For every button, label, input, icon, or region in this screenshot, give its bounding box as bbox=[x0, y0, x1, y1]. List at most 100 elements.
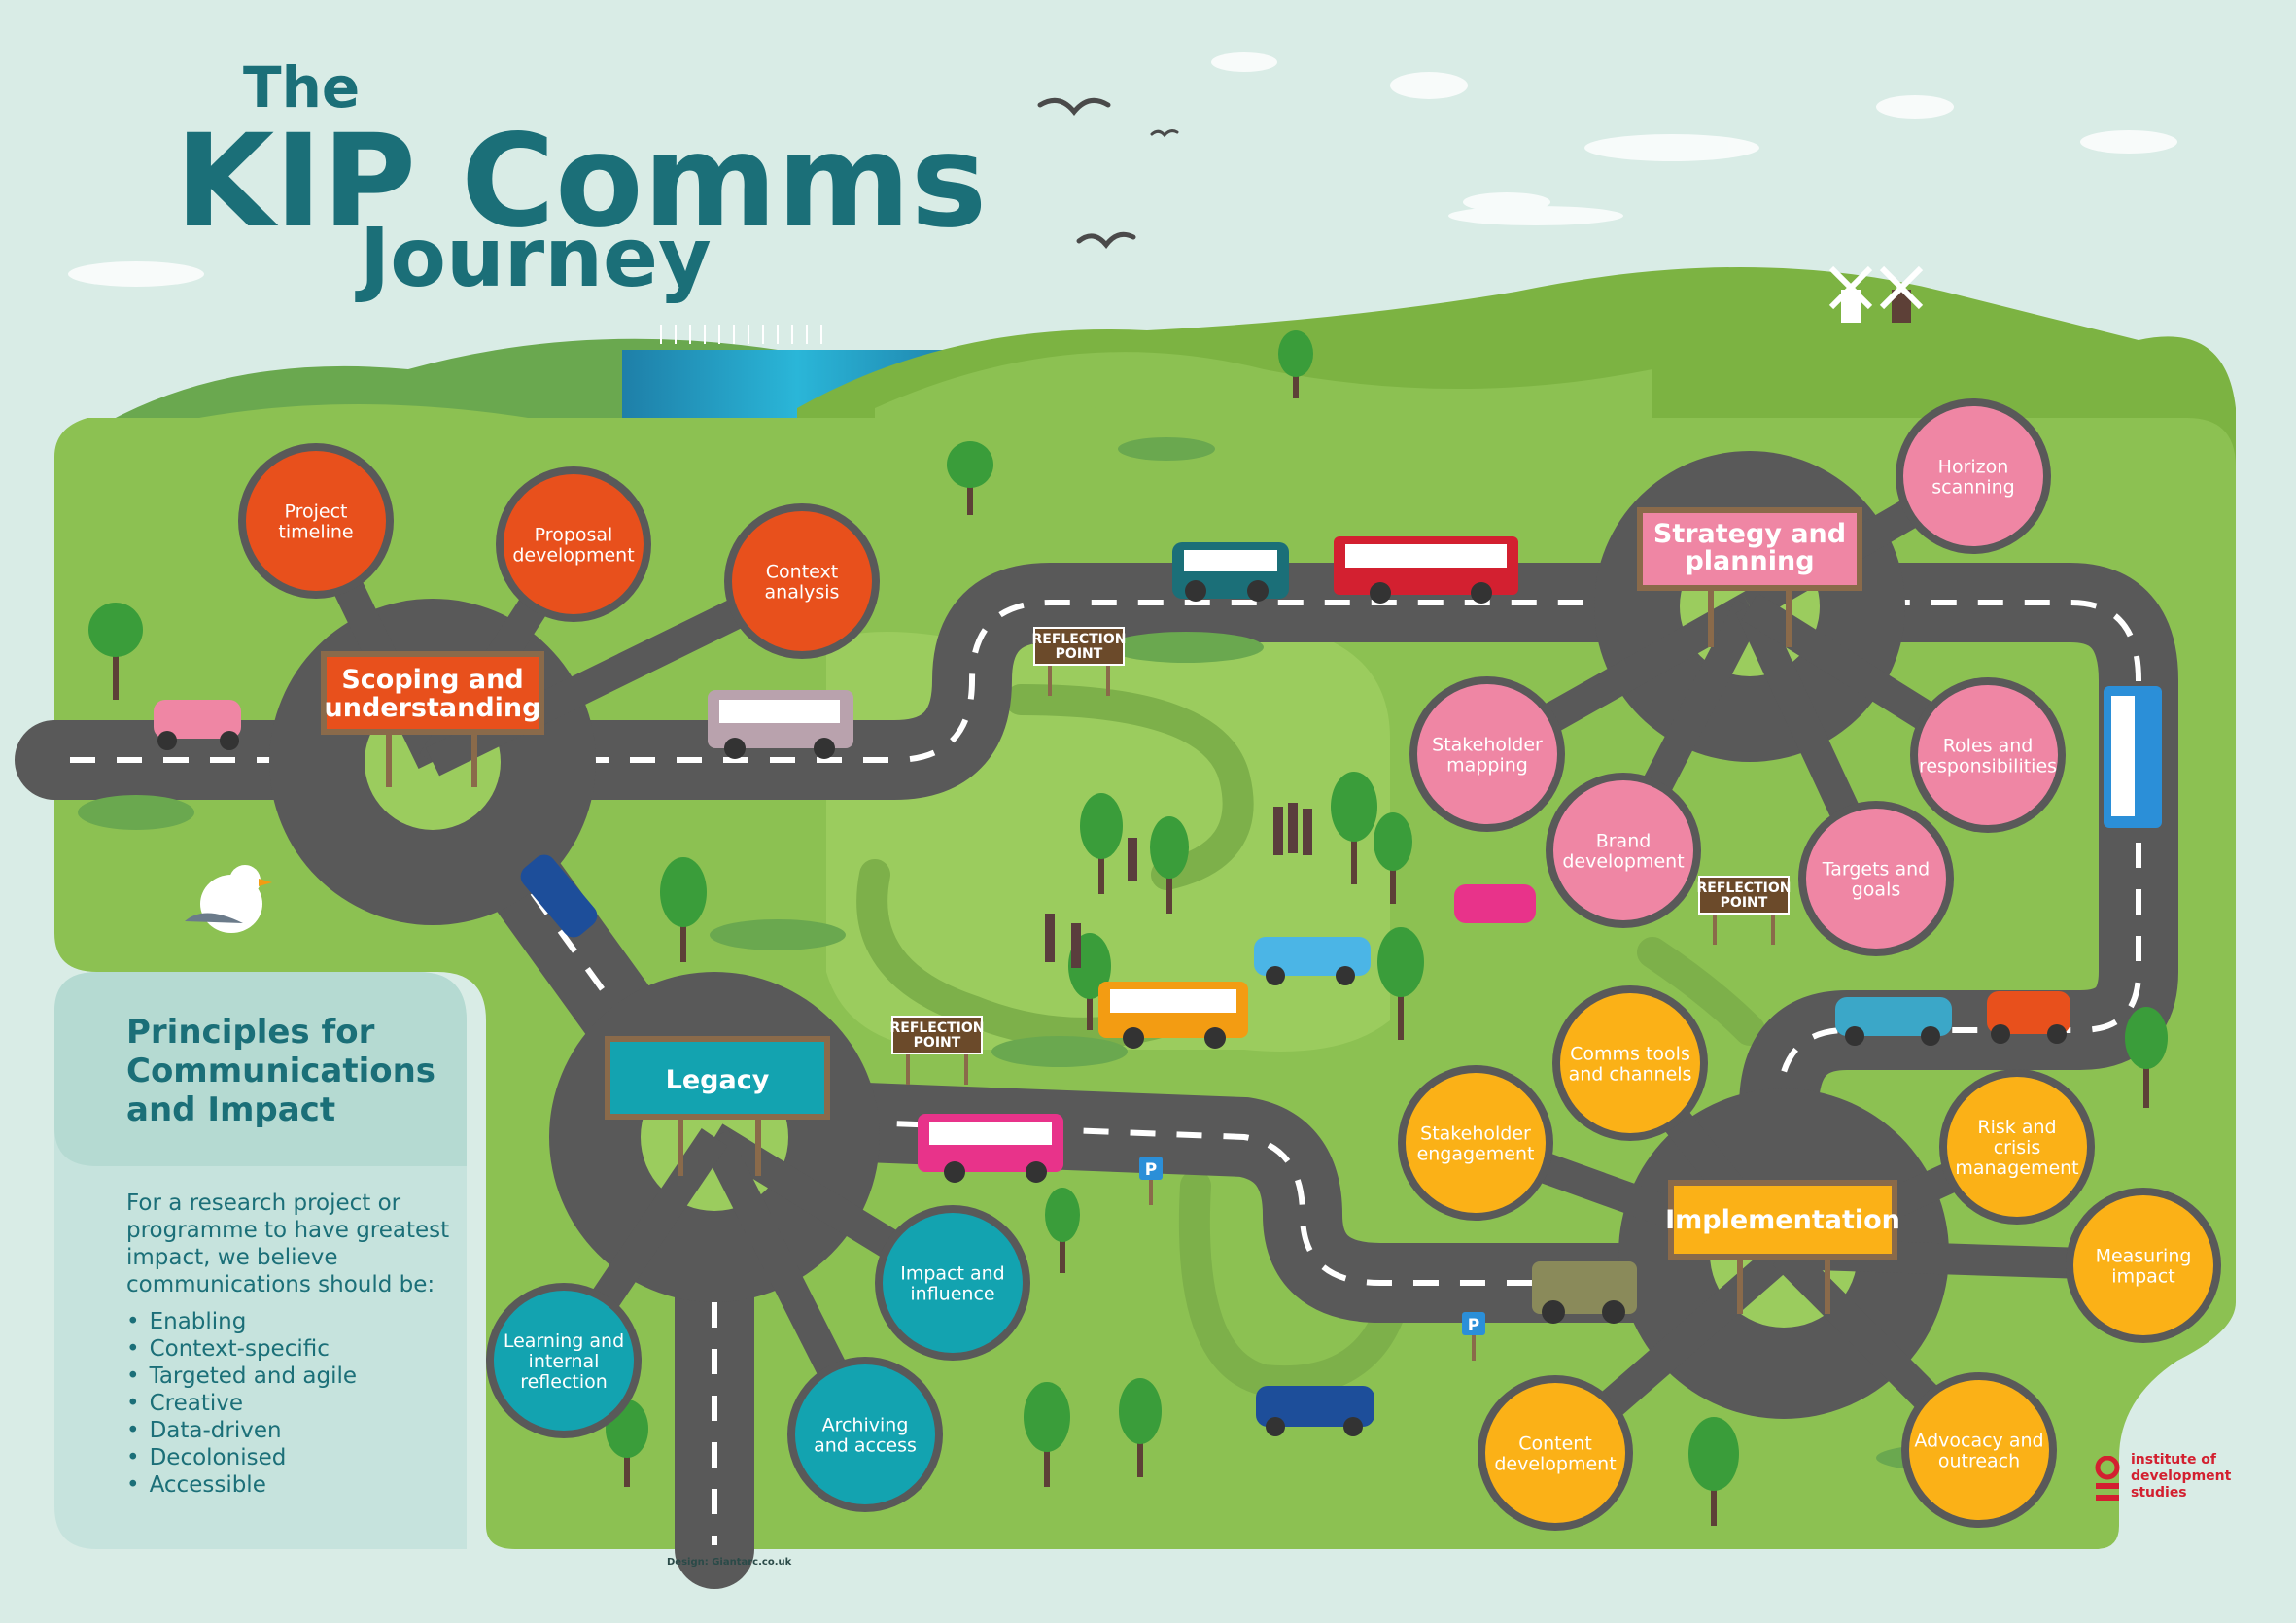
hub-scoping-label-2: understanding bbox=[325, 693, 541, 723]
wind-turbines-icon bbox=[660, 325, 822, 344]
parking-label-2: P bbox=[1468, 1316, 1479, 1335]
node-label: Brand bbox=[1596, 831, 1652, 852]
node-label: responsibilities bbox=[1919, 756, 2057, 777]
hub-scoping-label-1: Scoping and bbox=[341, 665, 523, 695]
node-label: scanning bbox=[1931, 477, 2014, 499]
sign-board bbox=[1033, 627, 1125, 666]
node-label: Impact and bbox=[900, 1263, 1005, 1285]
node-circle bbox=[2073, 1195, 2213, 1335]
principle-item: Accessible bbox=[126, 1471, 357, 1499]
ids-logo-icon bbox=[2095, 1456, 2120, 1501]
node-circle bbox=[732, 511, 872, 651]
sign-label: POINT bbox=[1721, 895, 1768, 911]
node-label: development bbox=[512, 545, 634, 567]
hub-scoping[interactable]: Scoping and understanding bbox=[321, 651, 544, 787]
node-label: and channels bbox=[1569, 1064, 1692, 1086]
sign-label: POINT bbox=[1056, 646, 1103, 662]
node-circle bbox=[494, 1291, 634, 1431]
node-label: Archiving bbox=[822, 1415, 909, 1436]
node-label: Content bbox=[1518, 1433, 1592, 1455]
title-line-1: The bbox=[243, 54, 360, 121]
node-circle bbox=[246, 451, 386, 591]
sign-label: REFLECTION bbox=[1696, 881, 1791, 896]
node-label: development bbox=[1494, 1454, 1616, 1475]
node-label: analysis bbox=[765, 582, 840, 604]
sign-label: REFLECTION bbox=[1031, 632, 1126, 647]
node-circle bbox=[1406, 1073, 1546, 1213]
park-visitors bbox=[1045, 803, 1312, 968]
node-label: engagement bbox=[1417, 1144, 1535, 1165]
sign-board bbox=[891, 1016, 983, 1054]
node-label: Horizon bbox=[1938, 457, 2009, 478]
node-label: Proposal bbox=[535, 525, 613, 546]
design-credit: Design: Giantarc.co.uk bbox=[667, 1557, 792, 1568]
node-circle bbox=[795, 1364, 935, 1504]
node-label: and access bbox=[814, 1435, 917, 1457]
hub-legacy-label: Legacy bbox=[666, 1065, 770, 1095]
teal-car-icon bbox=[1835, 997, 1952, 1046]
node-label: outreach bbox=[1938, 1451, 2020, 1472]
node-label: Roles and bbox=[1943, 736, 2034, 757]
principles-heading: Principles for Communications and Impact bbox=[126, 1013, 436, 1129]
node-label: goals bbox=[1852, 880, 1901, 901]
node-circle bbox=[1806, 809, 1946, 949]
blue-bus-icon bbox=[2104, 686, 2162, 828]
hub-implementation[interactable]: Implementation bbox=[1665, 1180, 1900, 1314]
principles-intro: For a research project or programme to h… bbox=[126, 1191, 450, 1297]
node-circle bbox=[1909, 1380, 2049, 1520]
sign-label: POINT bbox=[914, 1035, 961, 1051]
birds-icon bbox=[1037, 97, 1179, 250]
trees bbox=[78, 330, 2168, 1526]
node-label: development bbox=[1562, 851, 1684, 873]
principle-item: Creative bbox=[126, 1390, 357, 1417]
principle-item: Targeted and agile bbox=[126, 1363, 357, 1390]
node-label: mapping bbox=[1446, 755, 1528, 777]
principle-item: Decolonised bbox=[126, 1444, 357, 1471]
principles-header-bg bbox=[54, 972, 467, 1166]
hub-implementation-label: Implementation bbox=[1665, 1205, 1900, 1235]
red-bus-icon bbox=[1334, 536, 1518, 604]
node-label: internal bbox=[529, 1351, 600, 1372]
hub-legacy[interactable]: Legacy bbox=[605, 1036, 830, 1176]
node-circle bbox=[1560, 993, 1700, 1133]
principle-item: Enabling bbox=[126, 1308, 357, 1335]
hub-strategy[interactable]: Strategy and planning bbox=[1637, 507, 1862, 647]
node-label: management bbox=[1955, 1157, 2078, 1179]
node-label: Advocacy and bbox=[1914, 1431, 2043, 1452]
vehicles bbox=[154, 536, 2162, 1436]
node-label: Measuring bbox=[2096, 1246, 2192, 1267]
grey-bus-icon bbox=[708, 690, 853, 759]
node-label: Learning and bbox=[504, 1330, 624, 1352]
node-circle bbox=[1947, 1077, 2087, 1217]
navy-car-icon bbox=[1256, 1386, 1374, 1436]
principles-panel: Principles for Communications and Impact… bbox=[54, 970, 467, 1549]
sign-board bbox=[1698, 876, 1790, 915]
node-circle bbox=[1485, 1383, 1625, 1523]
node-circle bbox=[883, 1213, 1023, 1353]
orange-bus-icon bbox=[1098, 982, 1248, 1049]
parking-sign-2: P bbox=[1462, 1312, 1485, 1361]
title-line-2: KIP Comms bbox=[175, 107, 987, 257]
hub-strategy-label-2: planning bbox=[1685, 546, 1814, 576]
footpaths bbox=[856, 684, 1765, 1398]
